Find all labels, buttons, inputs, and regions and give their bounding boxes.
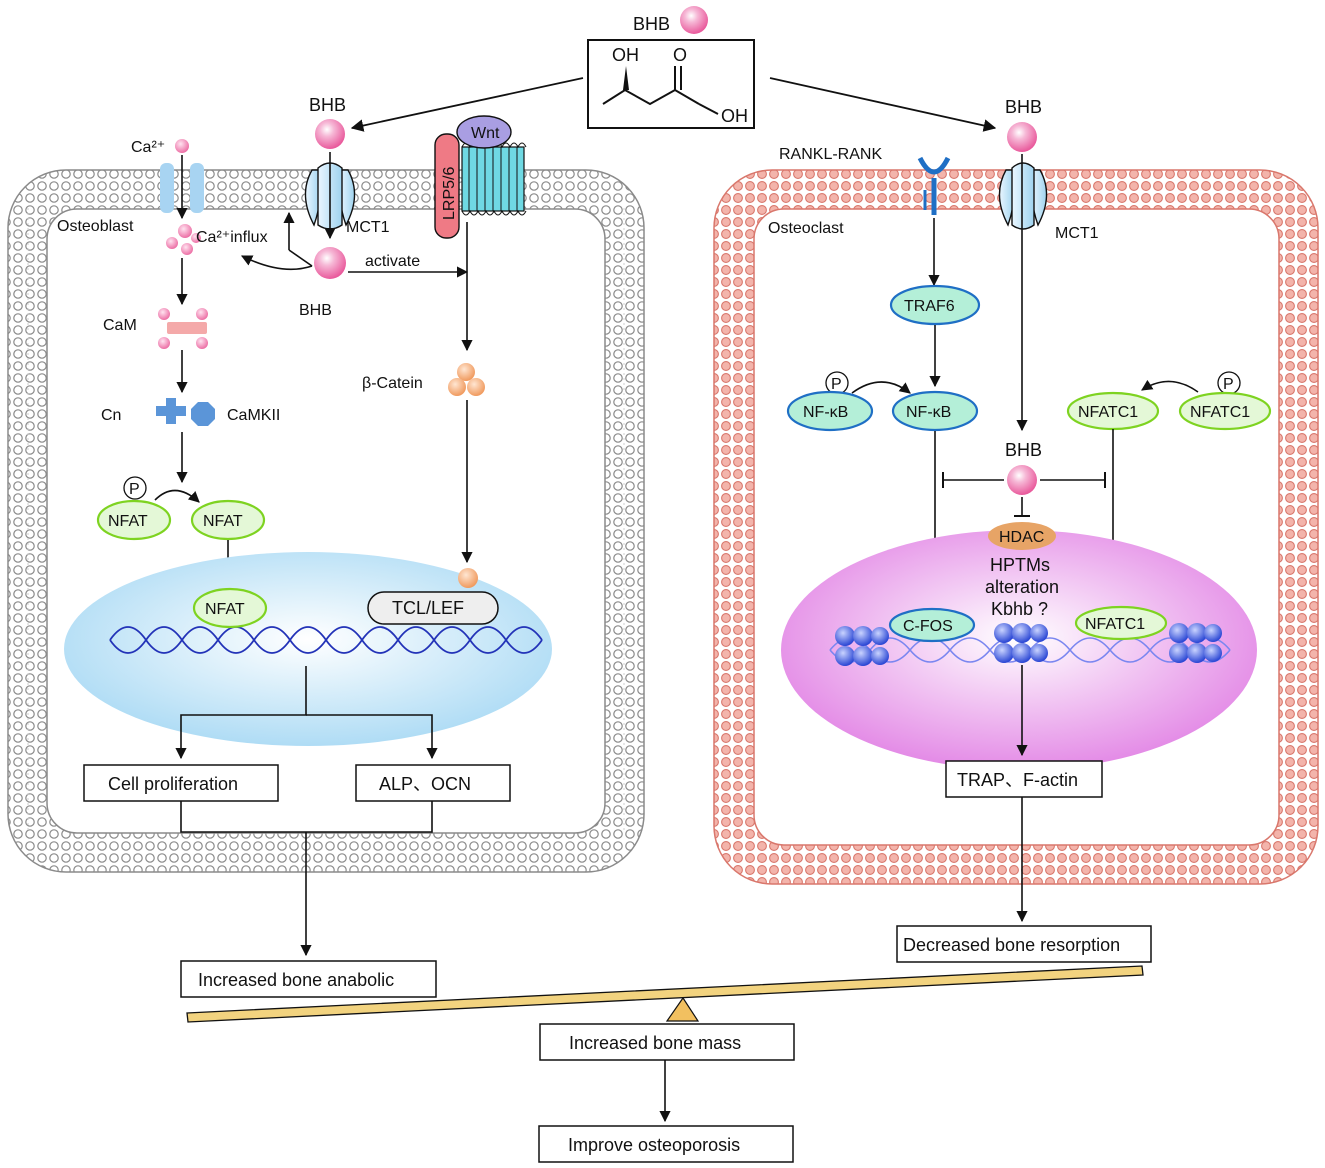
skeletal-chain: [602, 88, 700, 106]
beta-catenin-label: β-Catein: [362, 375, 423, 392]
nfkb-node: [891, 390, 979, 432]
lrp-label: LRP5/6: [441, 167, 458, 220]
histone-center-icon: [994, 623, 1048, 663]
nfat-nucleus-node: [192, 587, 268, 629]
ob-bhb-mid-label: BHB: [299, 302, 332, 319]
nfatc1-label: NFATC1: [1078, 404, 1138, 421]
ob-bhb-mid-icon: [314, 247, 346, 279]
arrow-to-osteoblast: [350, 77, 584, 132]
nfkb-label: NF-κB: [906, 404, 951, 421]
nfat-node: [190, 499, 266, 541]
ob-p-label: P: [129, 481, 140, 498]
ob-bhb-top-icon: [315, 119, 345, 149]
bone-anabolic-label: Increased bone anabolic: [198, 970, 394, 990]
hdac-node: [988, 522, 1056, 550]
oc-mct1-label: MCT1: [1055, 225, 1099, 242]
bone-anabolic-box: [180, 960, 437, 998]
bone-mass-box: [539, 1023, 795, 1061]
osteoblast-label: Osteoblast: [57, 218, 134, 235]
nfatc1-nucleus-label: NFATC1: [1085, 616, 1145, 633]
wnt-label: Wnt: [471, 125, 500, 142]
oc-p-left-label: P: [831, 376, 842, 393]
nfat-phospho-node: [96, 499, 172, 541]
ob-mct1-label: MCT1: [346, 219, 390, 236]
cam-icon: [158, 308, 208, 349]
ca-ion-icon: [175, 139, 189, 153]
osteoporosis-label: Improve osteoporosis: [568, 1135, 740, 1155]
lrp-receptor: [434, 133, 460, 239]
cam-label: CaM: [103, 317, 137, 334]
ca-channel-left: [160, 163, 174, 213]
arrow-to-osteoclast: [769, 77, 997, 132]
hdac-label: HDAC: [999, 529, 1044, 546]
balance-fulcrum: [665, 996, 700, 1022]
top-bhb-molecule-icon: [680, 6, 708, 34]
beta-catenin-nuclear-icon: [458, 568, 478, 588]
oc-bhb-top-icon: [1007, 122, 1037, 152]
alp-ocn-label: ALP、OCN: [379, 774, 471, 794]
cfos-node: [888, 607, 976, 643]
ca-label: Ca²⁺: [131, 139, 165, 156]
traf6-node: [889, 284, 981, 326]
nfatc1-phospho-node: [1178, 391, 1272, 431]
oc-bhb-top-label: BHB: [1005, 97, 1042, 117]
oc-bhb-inner-icon: [1007, 465, 1037, 495]
trap-factin-box: [945, 760, 1103, 798]
cn-label: Cn: [101, 407, 121, 424]
structure-o-label: O: [673, 45, 687, 65]
osteoporosis-box: [538, 1125, 794, 1163]
osteoclast-label: Osteoclast: [768, 220, 844, 237]
activate-label: activate: [365, 253, 420, 270]
rankl-rank-label: RANKL-RANK: [779, 146, 882, 163]
tcl-lef-node: [367, 591, 499, 625]
nfatc1-phospho-label: NFATC1: [1190, 404, 1250, 421]
bone-resorption-box: [896, 925, 1152, 963]
ob-dna-strand-2: [109, 626, 543, 654]
structure-oh2-label: OH: [721, 106, 748, 126]
rank-receptor-icon: [917, 156, 951, 215]
cn-icon: [156, 398, 186, 424]
camkii-label: CaMKII: [227, 407, 280, 424]
beta-catenin-icon: [448, 363, 485, 396]
bone-mass-label: Increased bone mass: [569, 1033, 741, 1053]
ob-phospho-icon: [123, 476, 147, 500]
traf6-label: TRAF6: [904, 298, 955, 315]
oc-p-right-label: P: [1223, 376, 1234, 393]
nfat-label: NFAT: [203, 513, 243, 530]
top-bhb-label: BHB: [633, 14, 670, 34]
bone-resorption-label: Decreased bone resorption: [903, 935, 1120, 955]
frizzled-receptor: [461, 142, 527, 216]
trap-factin-label: TRAP、F-actin: [957, 770, 1078, 790]
bhb-to-ca-arrow: [240, 255, 313, 271]
wedge-bond: [623, 66, 629, 90]
nfat-nucleus-label: NFAT: [205, 601, 245, 618]
structure-oh1-label: OH: [612, 45, 639, 65]
nfat-phospho-label: NFAT: [108, 513, 148, 530]
ca-influx-label: Ca²⁺influx: [196, 229, 268, 246]
nfatc1-nucleus-node: [1074, 605, 1168, 641]
nfkb-phospho-node: [786, 390, 874, 432]
bhb-structure-group: BHB OH O OH: [587, 6, 755, 129]
hptms-label: HPTMs: [990, 555, 1050, 575]
alteration-label: alteration: [985, 577, 1059, 597]
kbhb-label: Kbhb ?: [991, 599, 1048, 619]
structure-box: [587, 39, 755, 129]
cell-proliferation-box: [83, 764, 279, 802]
ob-bhb-top-label: BHB: [309, 95, 346, 115]
oc-bhb-inner-label: BHB: [1005, 440, 1042, 460]
camkii-icon: [191, 402, 215, 426]
tcl-lef-label: TCL/LEF: [392, 598, 464, 618]
histone-right-icon: [1169, 623, 1222, 663]
cfos-label: C-FOS: [903, 618, 953, 635]
wnt-ligand: [456, 115, 512, 149]
histone-left-icon: [835, 626, 889, 666]
balance-beam: [186, 965, 1144, 1023]
oc-mct1-transporter: [998, 162, 1048, 230]
cell-proliferation-label: Cell proliferation: [108, 774, 238, 794]
ca-cluster-icon: [166, 224, 201, 255]
alp-ocn-box: [355, 764, 511, 802]
nfkb-phospho-label: NF-κB: [803, 404, 848, 421]
ca-channel-right: [190, 163, 204, 213]
